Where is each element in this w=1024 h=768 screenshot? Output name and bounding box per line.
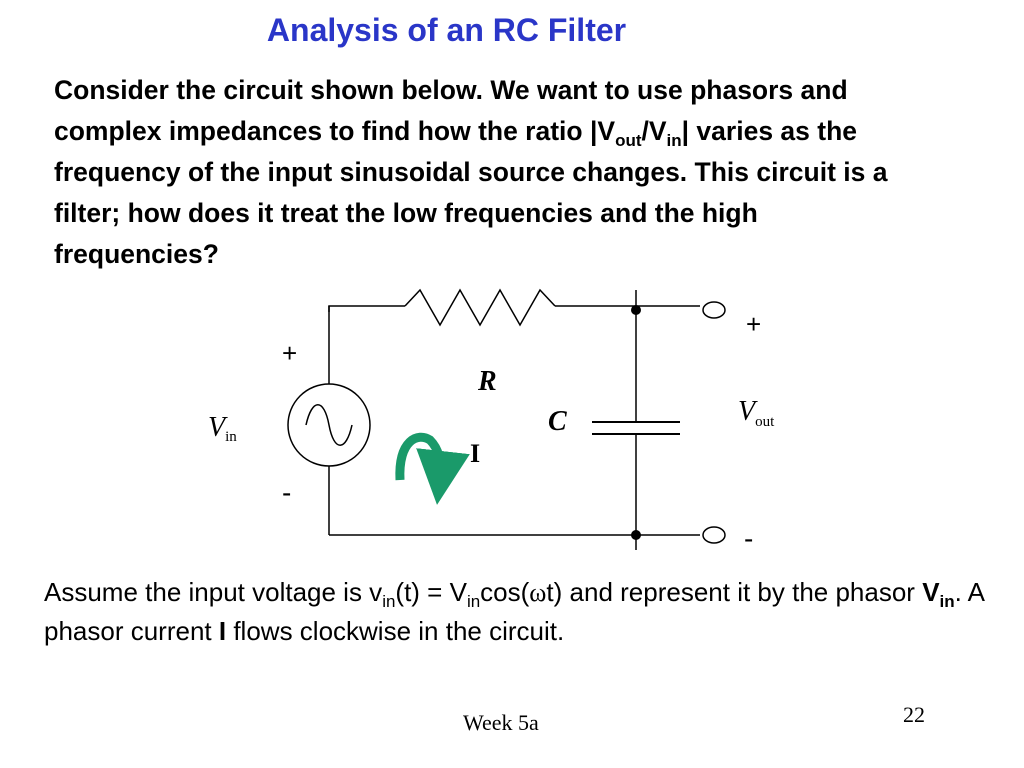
vout-label: Vout — [738, 396, 775, 430]
intro-sub-out: out — [615, 131, 642, 150]
intro-slash: /V — [641, 116, 667, 146]
vin-sub: in — [225, 429, 237, 445]
intro-text-1: Consider the circuit shown below. We wan… — [54, 75, 848, 146]
resistor-symbol — [404, 288, 556, 327]
current-label: I — [470, 439, 480, 468]
assume-text-3: cos( — [480, 577, 530, 607]
intro-sub-in: in — [666, 131, 682, 150]
assume-sub-1: in — [382, 592, 396, 611]
sine-wave-icon — [305, 404, 353, 446]
assume-text-6: flows clockwise in the circuit. — [226, 616, 565, 646]
omega-symbol: ω — [529, 578, 547, 607]
junction-dot-bottom — [631, 530, 641, 540]
intro-paragraph: Consider the circuit shown below. We wan… — [54, 70, 894, 275]
assume-text-2: (t) = V — [395, 577, 467, 607]
source-minus-label: - — [282, 477, 291, 508]
top-wire — [328, 305, 405, 312]
assume-text-1: Assume the input voltage is v — [44, 577, 383, 607]
out-plus-label: + — [746, 309, 761, 339]
intro-text-2: | varies as the frequency of the input s… — [54, 116, 888, 269]
assume-text-4: t) and represent it by the phasor — [546, 577, 923, 607]
output-terminal-top — [702, 301, 726, 319]
phasor-current: I — [218, 616, 227, 646]
phasor-v: V — [922, 577, 940, 607]
assume-text-5: . A phasor current — [44, 577, 984, 646]
output-terminal-bottom — [702, 526, 726, 544]
vout-main: V — [738, 396, 758, 427]
vout-sub: out — [755, 414, 775, 430]
source-plus-label: + — [282, 338, 297, 368]
capacitor-label: C — [548, 406, 567, 437]
current-arrow-icon — [395, 432, 470, 505]
assume-sub-2: in — [466, 592, 481, 611]
page-number: 22 — [903, 702, 925, 727]
footer-text: Week 5a — [463, 710, 539, 735]
slide-title: Analysis of an RC Filter — [266, 12, 627, 48]
junction-dot-top — [631, 305, 641, 315]
vin-label: Vin — [208, 412, 237, 445]
resistor-label: R — [477, 366, 497, 397]
assume-paragraph: Assume the input voltage is vin(t) = Vin… — [44, 573, 984, 651]
vin-main: V — [208, 412, 228, 443]
out-minus-label: - — [744, 523, 753, 554]
phasor-v-sub: in — [939, 592, 955, 611]
